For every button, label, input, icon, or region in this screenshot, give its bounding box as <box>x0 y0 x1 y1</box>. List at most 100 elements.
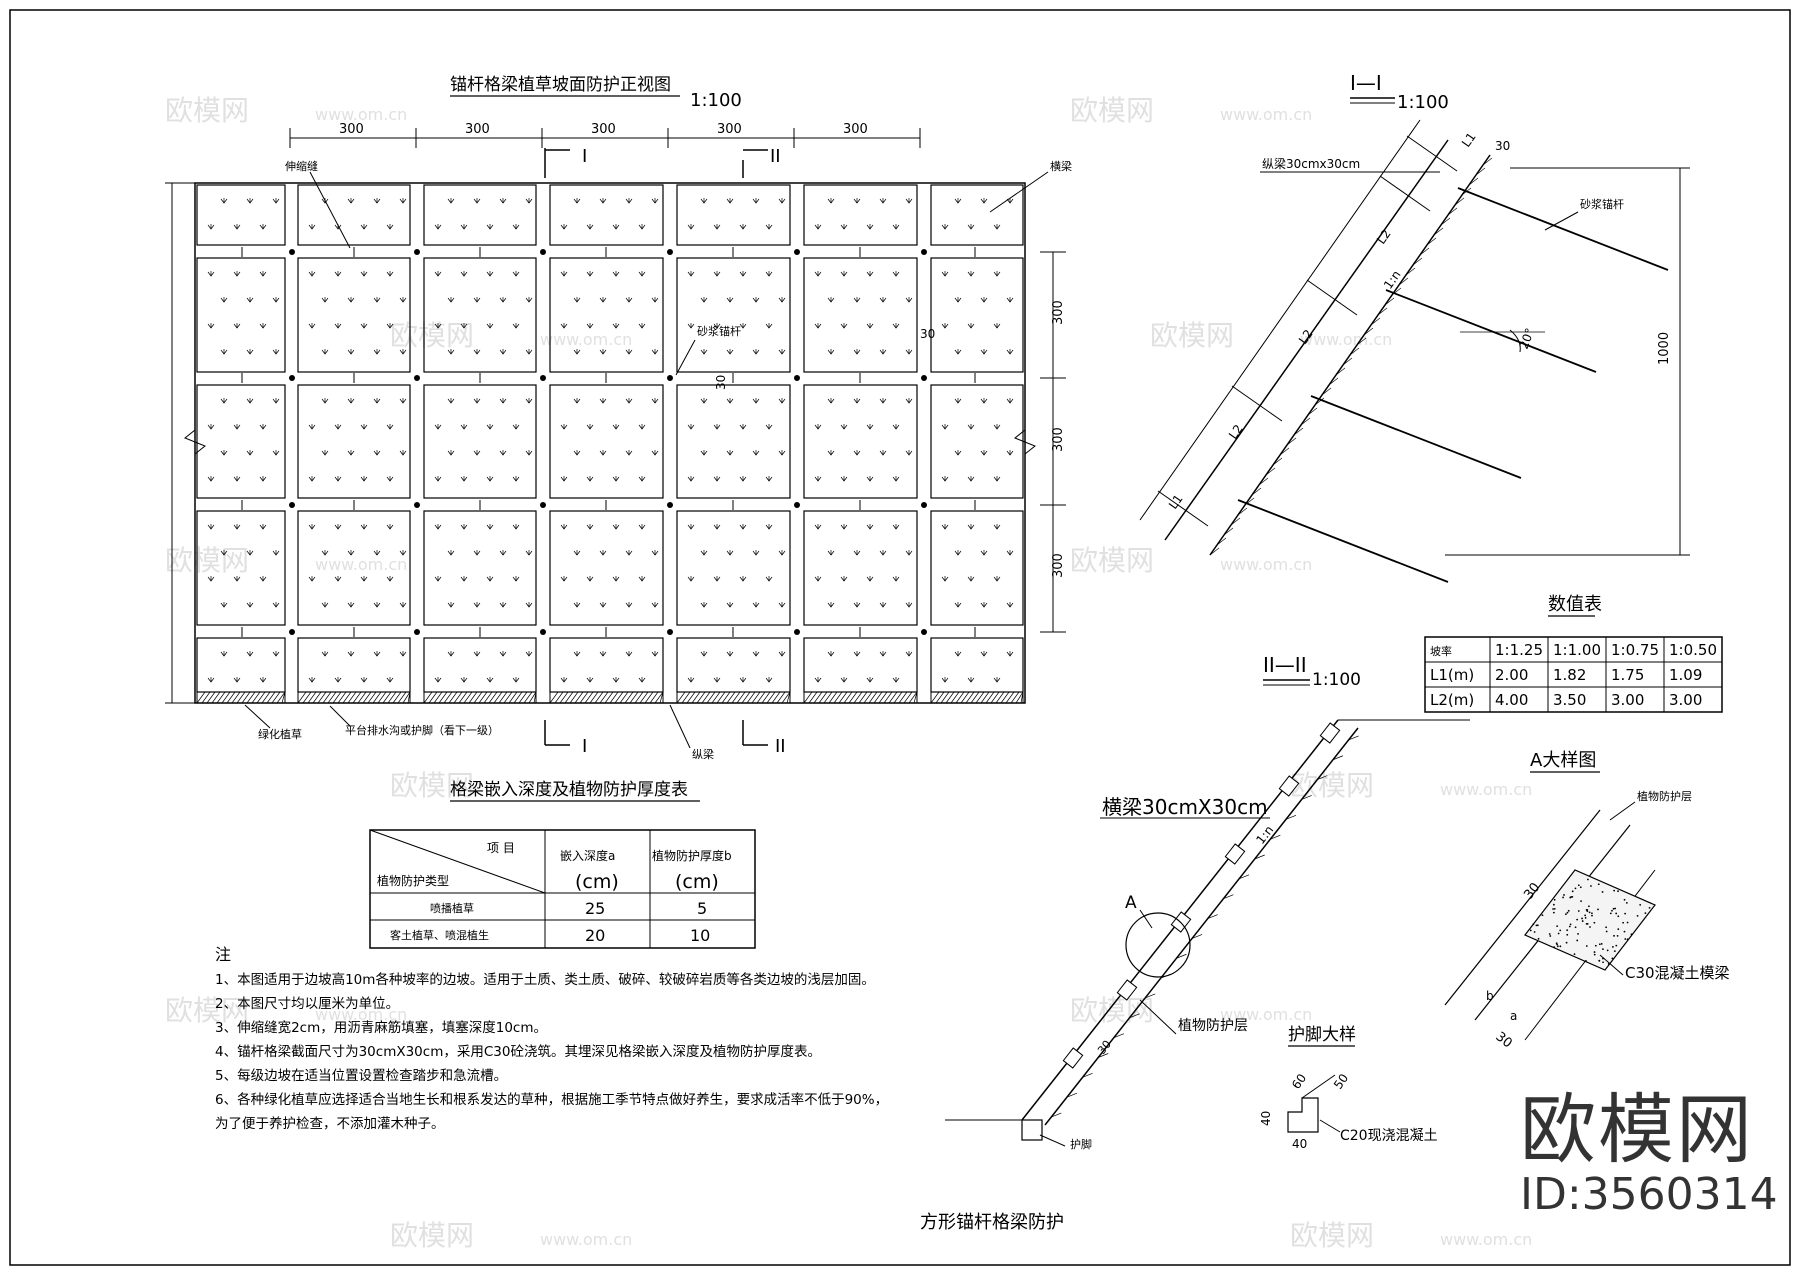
grass-mark <box>233 323 241 329</box>
grass-mark <box>700 450 708 456</box>
grass-mark <box>752 198 760 204</box>
grass-mark <box>840 224 848 230</box>
grass-mark <box>967 323 975 329</box>
grass-panel <box>803 384 918 499</box>
grass-mark <box>625 602 633 608</box>
transverse-beam-section <box>1062 1047 1084 1069</box>
watermark-url: www.om.cn <box>1440 780 1532 799</box>
detail-a-title: A大样图 <box>1530 750 1596 771</box>
grass-mark <box>853 550 861 556</box>
anchor-dot <box>414 249 420 255</box>
grass-mark <box>866 424 874 430</box>
grass-mark <box>765 476 773 482</box>
grass-mark <box>840 323 848 329</box>
grass-mark <box>447 602 455 608</box>
grass-mark <box>599 550 607 556</box>
value-table-cell: 3.50 <box>1553 691 1586 709</box>
grass-mark <box>360 224 368 230</box>
grass-panel <box>423 637 537 693</box>
grass-mark <box>892 677 900 683</box>
foot-detail: 护脚大样 60 50 40 40 C20现浇混凝土 <box>1259 1025 1438 1151</box>
grass-mark <box>879 198 887 204</box>
brand-logo: 欧模网 <box>1520 1085 1754 1174</box>
grass-mark <box>499 651 507 657</box>
grass-mark <box>334 323 342 329</box>
svg-text:20°: 20° <box>1517 326 1537 351</box>
anchor-dot <box>794 502 800 508</box>
grass-mark <box>308 323 316 329</box>
anchor-rod <box>1310 395 1522 479</box>
detail-a-circle <box>1125 912 1191 978</box>
grass-mark <box>625 651 633 657</box>
grass-mark <box>739 677 747 683</box>
grass-mark <box>726 602 734 608</box>
svg-text:L2: L2 <box>1226 422 1246 442</box>
grass-panel <box>423 384 537 499</box>
grass-mark <box>651 602 659 608</box>
svg-text:II: II <box>775 736 786 757</box>
grass-mark <box>638 271 646 277</box>
svg-text:I: I <box>582 146 587 167</box>
grass-mark <box>347 550 355 556</box>
grass-panel <box>196 384 286 499</box>
grass-panel <box>423 184 537 246</box>
grass-mark <box>308 576 316 582</box>
grass-mark <box>713 677 721 683</box>
grass-mark <box>373 198 381 204</box>
grass-mark <box>687 424 695 430</box>
grass-mark <box>512 524 520 530</box>
anchor-rod <box>1457 187 1669 271</box>
grass-mark <box>233 224 241 230</box>
grass-mark <box>892 524 900 530</box>
grass-mark <box>447 550 455 556</box>
grass-panel <box>930 184 1024 246</box>
grass-mark <box>638 476 646 482</box>
grass-mark <box>586 271 594 277</box>
front-view-scale: 1:100 <box>690 90 742 111</box>
grass-mark <box>586 576 594 582</box>
value-table-cell: 1.09 <box>1669 666 1702 684</box>
grass-mark <box>246 198 254 204</box>
grass-mark <box>499 550 507 556</box>
grass-mark <box>765 576 773 582</box>
grass-mark <box>347 602 355 608</box>
grass-mark <box>638 224 646 230</box>
grass-mark <box>687 224 695 230</box>
value-table-cell: 1.75 <box>1611 666 1644 684</box>
grass-mark <box>726 297 734 303</box>
section-mark-i-bottom: I <box>544 720 587 757</box>
grass-mark <box>638 424 646 430</box>
grass-mark <box>347 198 355 204</box>
grass-mark <box>399 602 407 608</box>
grass-mark <box>866 677 874 683</box>
grass-mark <box>892 224 900 230</box>
grass-mark <box>386 424 394 430</box>
grass-mark <box>573 297 581 303</box>
grass-mark <box>941 524 949 530</box>
grass-mark <box>560 677 568 683</box>
grass-panel <box>676 510 791 626</box>
grass-mark <box>486 476 494 482</box>
grass-mark <box>460 524 468 530</box>
grass-mark <box>207 576 215 582</box>
grass-mark <box>752 651 760 657</box>
grass-mark <box>560 476 568 482</box>
watermark-url: www.om.cn <box>1220 555 1312 574</box>
grass-mark <box>967 271 975 277</box>
grass-mark <box>334 524 342 530</box>
grass-mark <box>207 677 215 683</box>
svg-text:植物防护厚度b: 植物防护厚度b <box>652 848 732 863</box>
grass-mark <box>560 424 568 430</box>
grass-mark <box>525 651 533 657</box>
grass-mark <box>814 271 822 277</box>
grass-mark <box>954 450 962 456</box>
right-dim-label: 300 <box>1051 553 1066 578</box>
section-ii-foot: 护脚 <box>1070 1137 1092 1151</box>
grass-mark <box>814 677 822 683</box>
value-table-cell: 3.00 <box>1669 691 1702 709</box>
grass-mark <box>726 198 734 204</box>
grass-mark <box>814 576 822 582</box>
top-dim-label: 300 <box>591 122 616 137</box>
